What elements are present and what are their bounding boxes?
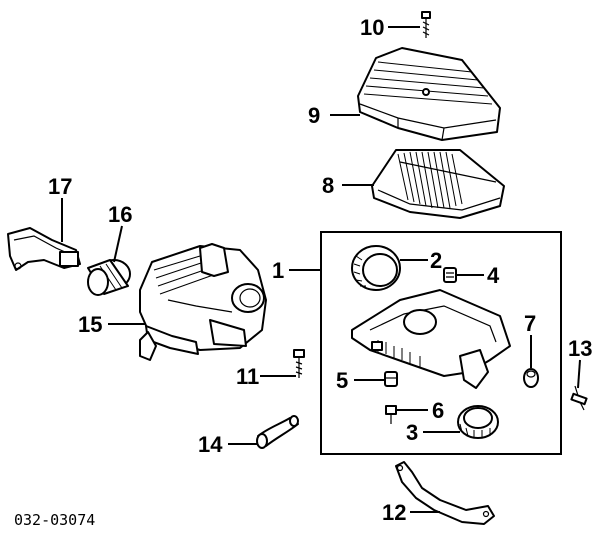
callout-11: 11 bbox=[236, 364, 259, 389]
callout-3: 3 bbox=[406, 420, 418, 445]
callout-5: 5 bbox=[336, 368, 348, 393]
callout-17: 17 bbox=[48, 174, 72, 199]
part-17-intake-duct bbox=[7, 227, 81, 271]
callout-10: 10 bbox=[360, 15, 384, 40]
part-1-lower-housing bbox=[351, 289, 511, 389]
part-16-intake-joint bbox=[87, 259, 131, 296]
callout-15: 15 bbox=[78, 312, 102, 337]
diagram-part-code: 032-03074 bbox=[14, 511, 95, 529]
part-12-bracket bbox=[395, 461, 495, 525]
assembly-group-box bbox=[320, 231, 562, 455]
callout-14: 14 bbox=[198, 432, 223, 457]
part-10-bolt bbox=[421, 11, 431, 38]
part-7-grommet bbox=[523, 368, 539, 388]
part-9-cleaner-cover bbox=[357, 47, 501, 141]
part-4-grommet bbox=[443, 267, 457, 283]
part-5-nut bbox=[384, 371, 398, 387]
callout-2: 2 bbox=[430, 248, 442, 273]
part-8-filter-element bbox=[371, 149, 505, 219]
callout-12: 12 bbox=[382, 500, 406, 525]
callout-8: 8 bbox=[322, 173, 334, 198]
callout-7: 7 bbox=[524, 311, 536, 336]
part-15-cleaner-assembly bbox=[139, 243, 267, 361]
callout-9: 9 bbox=[308, 103, 320, 128]
callout-4: 4 bbox=[487, 263, 500, 288]
part-6-clip bbox=[385, 405, 397, 424]
callout-13: 13 bbox=[568, 336, 592, 361]
callout-6: 6 bbox=[432, 398, 444, 423]
part-3-seal-ring bbox=[457, 405, 499, 439]
part-14-hose bbox=[256, 415, 299, 449]
part-2-intake-seal bbox=[351, 245, 401, 291]
part-13-bolt bbox=[570, 385, 588, 411]
callout-1: 1 bbox=[272, 258, 284, 283]
leader-lines bbox=[61, 26, 581, 513]
part-11-bolt bbox=[293, 349, 305, 378]
callout-labels: 10 9 8 1 2 4 7 5 6 3 13 11 14 12 15 16 1… bbox=[48, 15, 592, 525]
callout-16: 16 bbox=[108, 202, 132, 227]
